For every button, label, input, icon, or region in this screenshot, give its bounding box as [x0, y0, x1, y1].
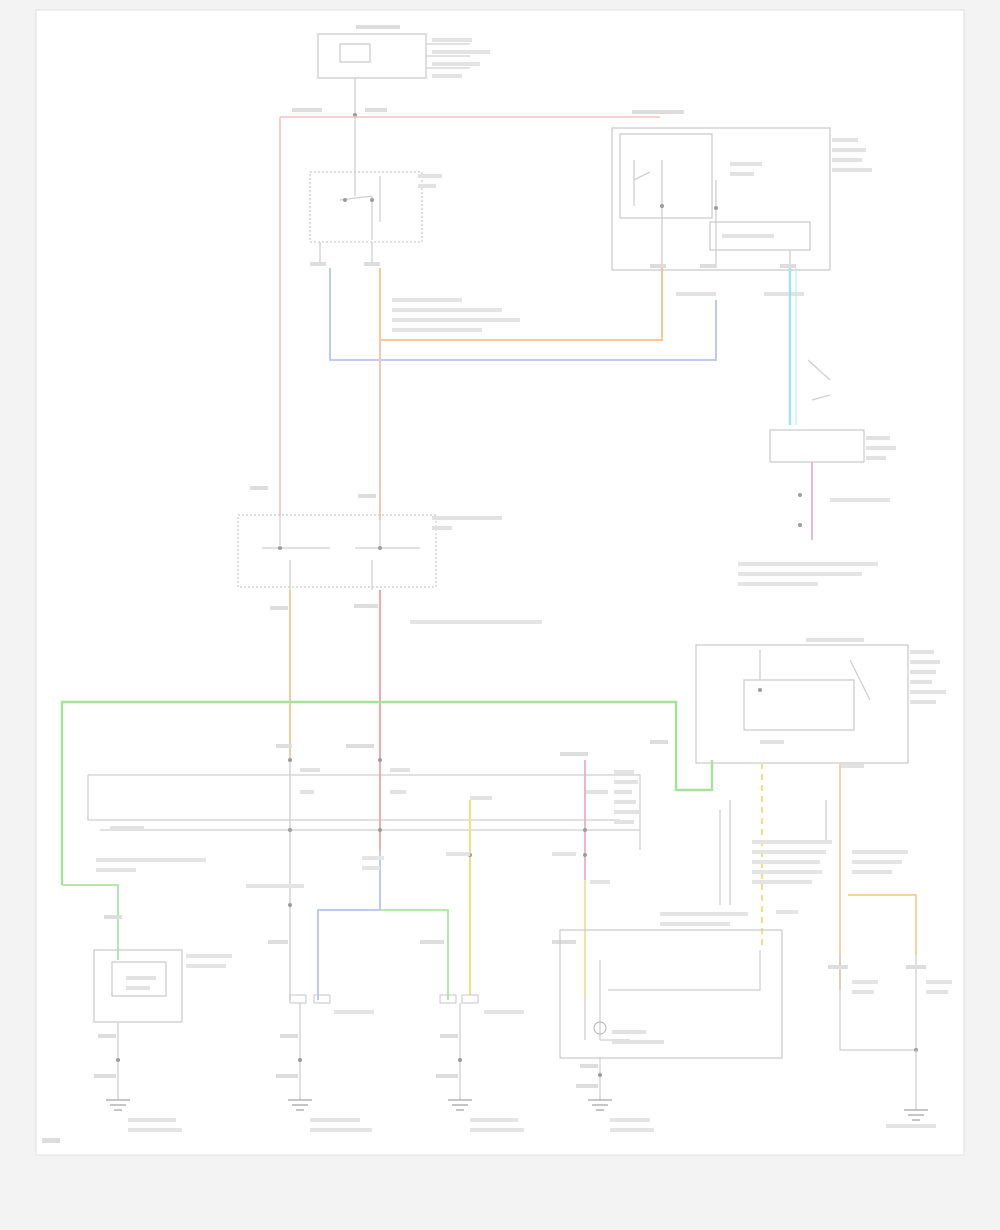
- sheet-background: [35, 9, 965, 1156]
- connector-row: [289, 994, 524, 1014]
- top-power-bus: [279, 116, 660, 515]
- ground-point: [904, 1109, 928, 1121]
- blue-lower-wire: [317, 850, 381, 1000]
- ground-labels: [128, 1118, 654, 1132]
- heater-elements: [828, 955, 952, 1128]
- relay: [309, 117, 442, 266]
- green-loop-wire: [60, 700, 714, 885]
- green-lower-wire: [380, 909, 449, 1000]
- fuse-block: [317, 25, 490, 79]
- orange-wire: [379, 268, 663, 341]
- left-device: [93, 949, 232, 1023]
- blue-loop-wire: [329, 268, 717, 361]
- motor: [559, 929, 783, 1059]
- body-control-module: [695, 638, 946, 768]
- sensor: [738, 359, 896, 586]
- switch-module: [237, 514, 542, 624]
- ecm-module: [611, 127, 872, 271]
- ground-point: [106, 1099, 612, 1111]
- orange-heater-loop: [848, 894, 917, 955]
